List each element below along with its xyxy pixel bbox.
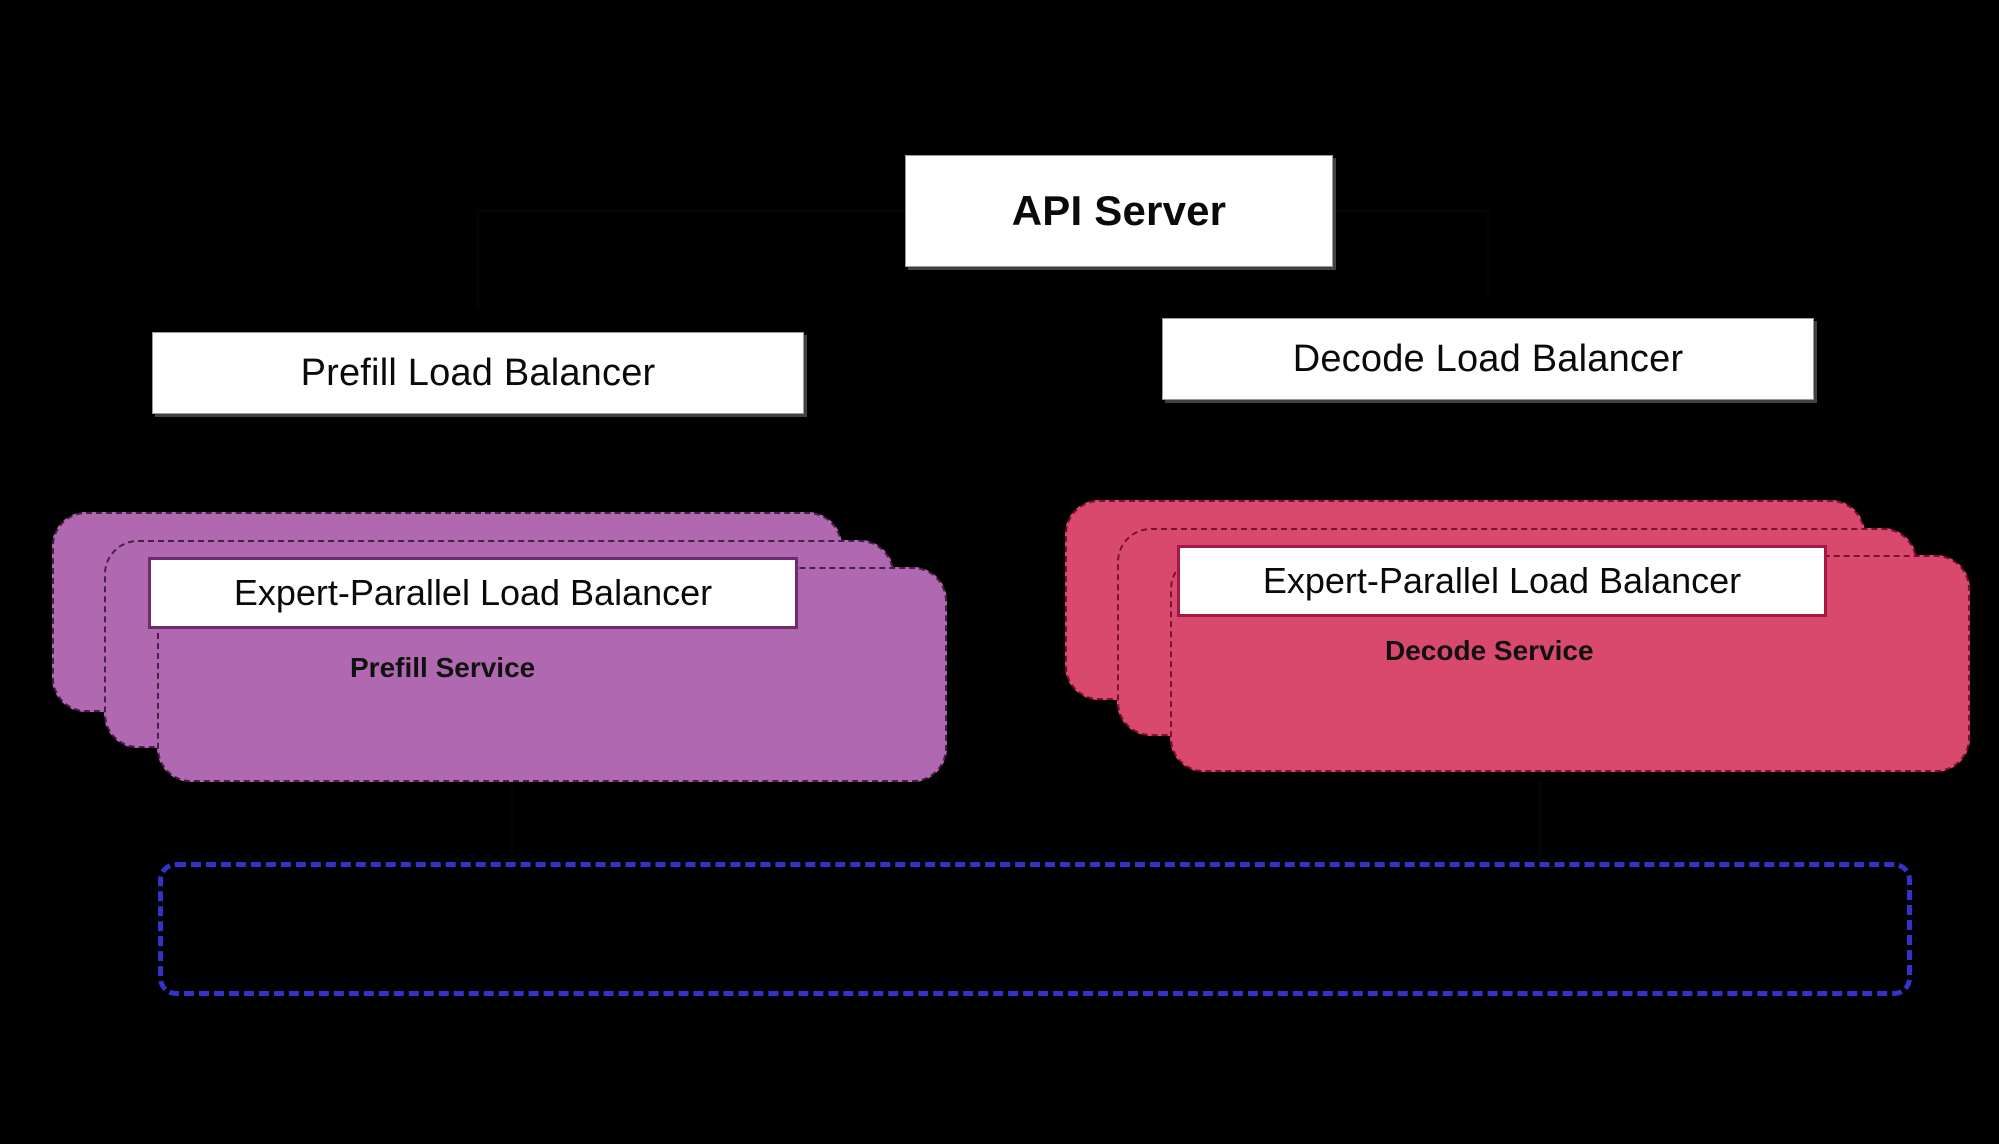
api-server-label: API Server [1011,187,1227,234]
decode-load-balancer-label: Decode Load Balancer [1292,337,1684,380]
decode-expert-parallel-load-balancer-label: Expert-Parallel Load Balancer [1262,560,1742,601]
kv-transfer-container[interactable] [158,862,1912,996]
prefill-expert-parallel-load-balancer-box[interactable]: Expert-Parallel Load Balancer [148,557,798,629]
decode-load-balancer-node[interactable]: Decode Load Balancer [1162,318,1814,400]
prefill-expert-parallel-load-balancer-label: Expert-Parallel Load Balancer [233,572,713,613]
edge-api-to-prefill-lb [464,209,905,337]
api-server-node[interactable]: API Server [905,155,1333,267]
edge-api-to-decode-lb [1333,209,1502,323]
decode-service-label: Decode Service [1385,635,1594,666]
prefill-load-balancer-label: Prefill Load Balancer [300,351,656,394]
prefill-service-stack[interactable]: Expert-Parallel Load Balancer Prefill Se… [52,512,947,782]
prefill-load-balancer-node[interactable]: Prefill Load Balancer [152,332,804,414]
prefill-service-label: Prefill Service [350,652,536,683]
decode-service-front-content: Expert-Parallel Load Balancer Decode Ser… [1065,500,1925,780]
decode-service-stack[interactable]: Expert-Parallel Load Balancer Decode Ser… [1065,500,1970,780]
prefill-service-front-content: Expert-Parallel Load Balancer Prefill Se… [52,512,902,782]
decode-expert-parallel-load-balancer-box[interactable]: Expert-Parallel Load Balancer [1177,545,1827,617]
